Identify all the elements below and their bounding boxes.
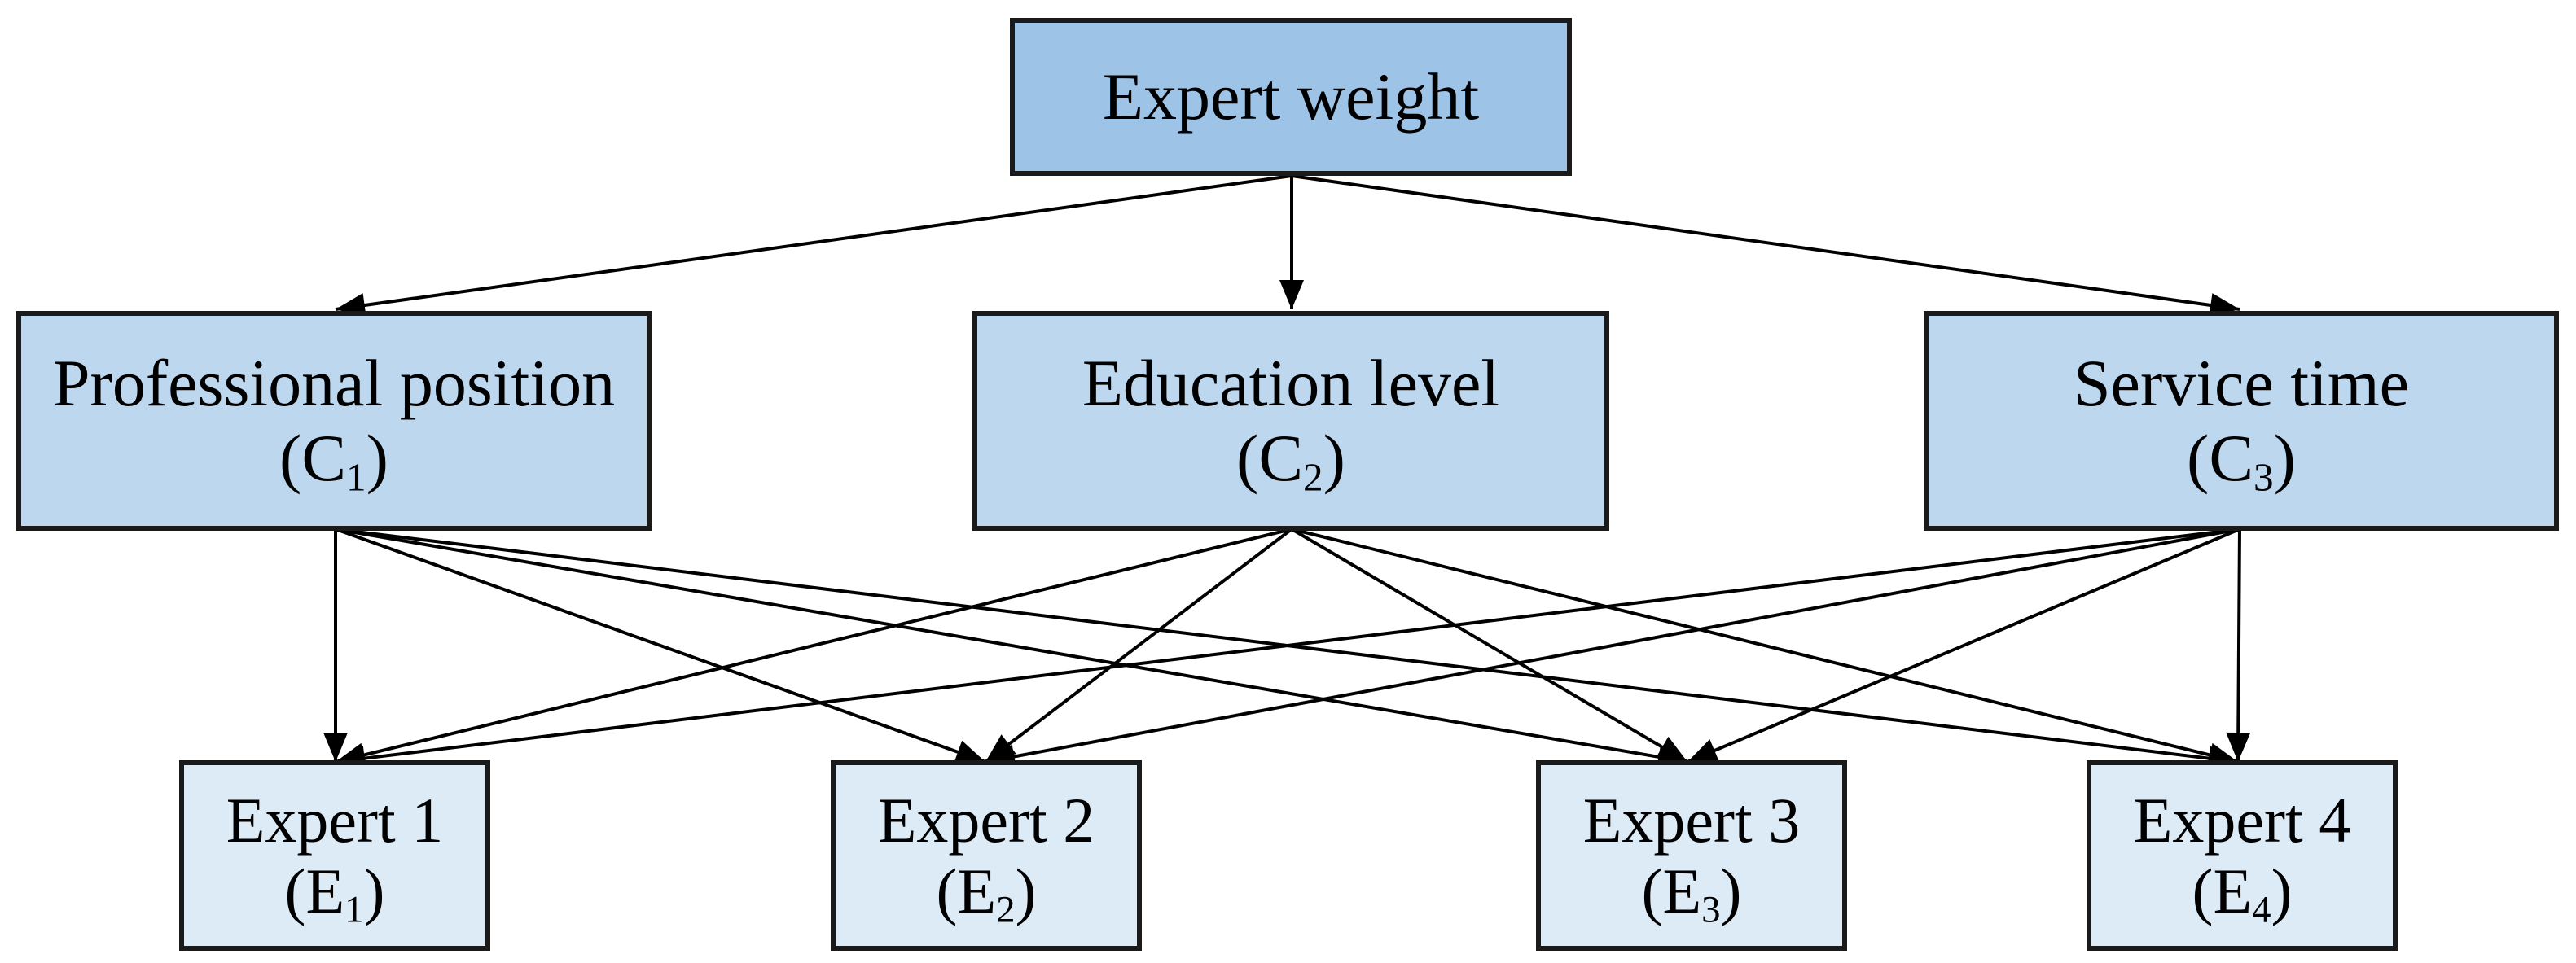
root-label: Expert weight [1102,59,1480,134]
criterion-node-c3: Service time (C3) [1924,311,2559,531]
criterion-code: (C2) [1236,421,1345,500]
root-node-expert-weight: Expert weight [1010,18,1572,176]
edge-c1-e2 [335,527,986,764]
expert-code: (E1) [284,856,385,931]
edge-c2-e3 [1290,527,1689,764]
criterion-node-c2: Education level (C2) [972,311,1609,531]
expert-code: (E2) [936,856,1037,931]
expert-node-e4: Expert 4 (E4) [2087,760,2398,951]
edge-c3-e2 [985,527,2240,769]
edge-root-c3 [1291,174,2240,317]
expert-label: Expert 3 [1582,784,1801,856]
expert-label: Expert 4 [2133,784,2351,856]
criterion-code: (C1) [279,421,388,500]
criterion-node-c1: Professional position (C1) [16,311,652,531]
edge-c3-e3 [1687,527,2240,764]
expert-node-e1: Expert 1 (E1) [179,760,490,951]
expert-label: Expert 2 [877,784,1095,856]
expert-node-e3: Expert 3 (E3) [1536,760,1847,951]
edge-root-c1 [335,174,1292,317]
expert-code: (E3) [1641,856,1742,931]
edge-c1-e3 [335,527,1688,769]
criterion-label: Education level [1082,346,1500,421]
edge-c2-e4 [1291,527,2239,767]
edge-c3-e4 [2226,528,2251,763]
criterion-label: Service time [2073,346,2410,421]
edge-c2-e2 [984,527,1293,764]
edge-c2-e1 [335,527,1292,768]
edge-c3-e1 [335,527,2240,771]
criterion-label: Professional position [52,346,616,421]
expert-node-e2: Expert 2 (E2) [831,760,1142,951]
criterion-code: (C3) [2187,421,2296,500]
expert-code: (E4) [2192,856,2293,931]
expert-label: Expert 1 [226,784,444,856]
